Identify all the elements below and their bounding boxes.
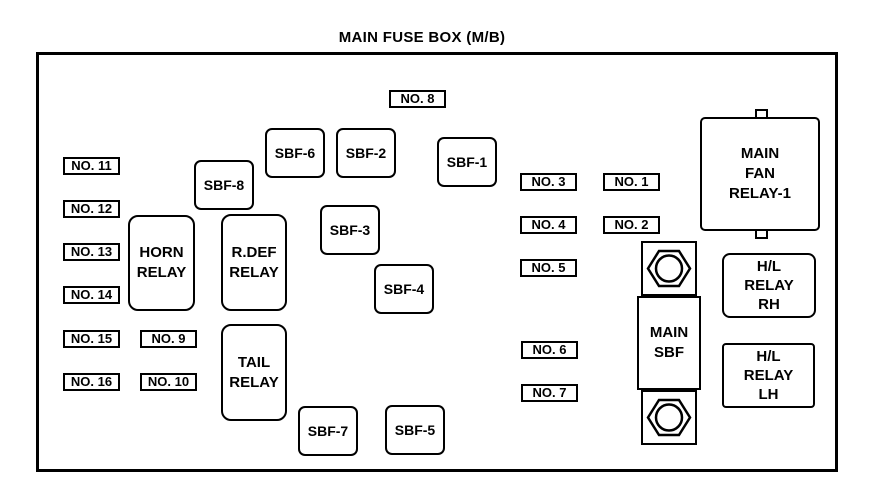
sbf-4-box: SBF-4 — [374, 264, 434, 314]
horn-relay-box: HORN RELAY — [128, 215, 195, 311]
sbf-8-box: SBF-8 — [194, 160, 254, 210]
fuse-no14: NO. 14 — [63, 286, 120, 304]
fuse-no10: NO. 10 — [140, 373, 197, 391]
fuse-no1: NO. 1 — [603, 173, 660, 191]
tail-relay-box: TAIL RELAY — [221, 324, 287, 421]
main-sbf-label-line: MAIN — [649, 324, 689, 341]
fuse-no3: NO. 3 — [520, 173, 577, 191]
relay-label-line: HORN — [139, 244, 184, 261]
fuse-no9: NO. 9 — [140, 330, 197, 348]
fuse-no5: NO. 5 — [520, 259, 577, 277]
relay-label-line: H/L — [756, 348, 781, 365]
fuse-no4: NO. 4 — [520, 216, 577, 234]
fuse-no7: NO. 7 — [521, 384, 578, 402]
sbf-6-box: SBF-6 — [265, 128, 325, 178]
fuse-no2: NO. 2 — [603, 216, 660, 234]
relay-label-line: RH — [758, 296, 780, 313]
hl-relay-lh-box: H/L RELAY LH — [722, 343, 815, 408]
hex-bolt-icon — [646, 249, 692, 288]
sbf-2-box: SBF-2 — [336, 128, 396, 178]
hl-relay-rh-box: H/L RELAY RH — [722, 253, 816, 318]
sbf-3-box: SBF-3 — [320, 205, 380, 255]
sbf-5-box: SBF-5 — [385, 405, 445, 455]
fuse-no13: NO. 13 — [63, 243, 120, 261]
fuse-no11: NO. 11 — [63, 157, 120, 175]
relay-label-line: MAIN — [740, 145, 780, 162]
fuse-no16: NO. 16 — [63, 373, 120, 391]
relay-label-line: RELAY — [229, 373, 279, 391]
hex-bolt-icon — [646, 398, 692, 437]
fuse-no15: NO. 15 — [63, 330, 120, 348]
relay-label-line: RELAY — [743, 367, 794, 384]
fuse-no8: NO. 8 — [389, 90, 446, 108]
main-sbf-label-line: SBF — [654, 344, 684, 361]
fuse-no6: NO. 6 — [521, 341, 578, 359]
relay-label-line: R.DEF — [231, 243, 277, 261]
sbf-1-box: SBF-1 — [437, 137, 497, 187]
main-sbf-top-terminal — [641, 241, 697, 296]
fuse-no12: NO. 12 — [63, 200, 120, 218]
relay-label-line: FAN — [745, 165, 775, 182]
relay-label-line: RELAY — [229, 263, 279, 281]
relay-label-line: H/L — [756, 258, 782, 275]
rdef-relay-box: R.DEF RELAY — [221, 214, 287, 311]
main-sbf-box: MAIN SBF — [637, 296, 701, 390]
diagram-title: MAIN FUSE BOX (M/B) — [338, 29, 506, 46]
relay-label-line: RELAY — [136, 264, 187, 281]
main-sbf-bottom-terminal — [641, 390, 697, 445]
main-fan-relay-box: MAIN FAN RELAY-1 — [700, 117, 820, 231]
relay-label-line: RELAY-1 — [729, 185, 791, 202]
relay-label-line: TAIL — [237, 353, 271, 371]
relay-label-line: LH — [758, 386, 779, 403]
relay-label-line: RELAY — [744, 277, 794, 294]
sbf-7-box: SBF-7 — [298, 406, 358, 456]
